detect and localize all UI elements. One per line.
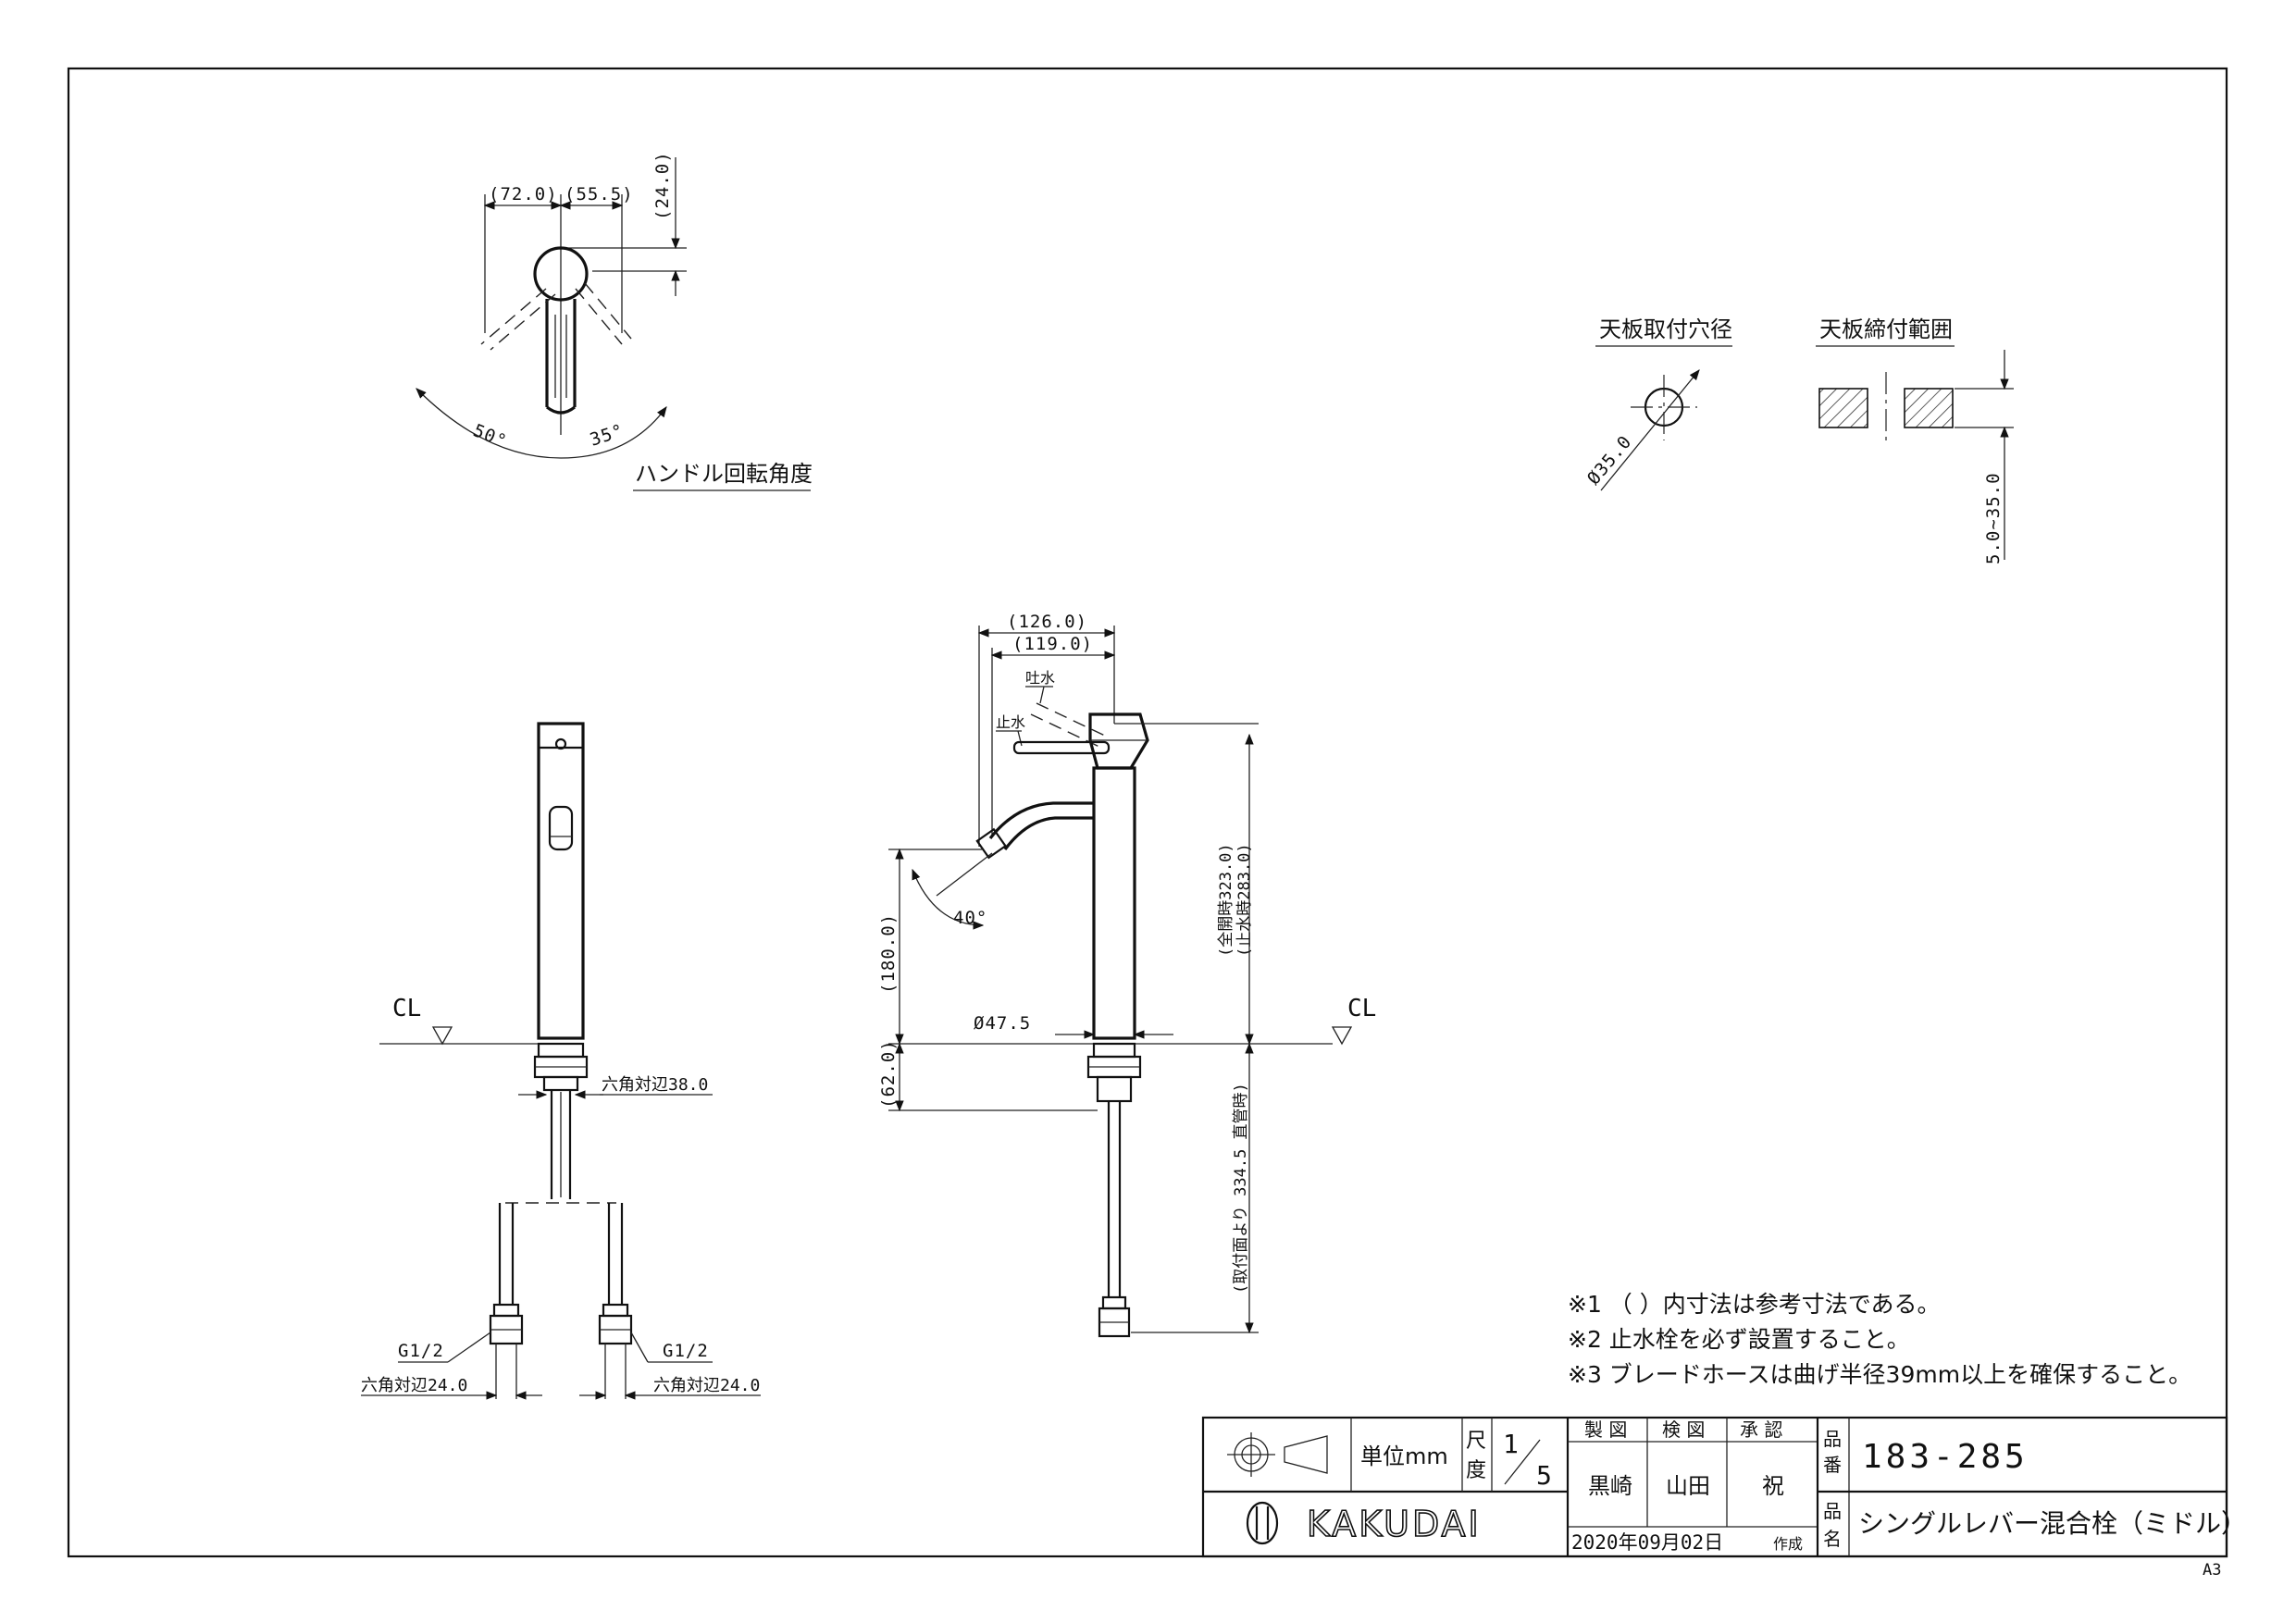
side-view: (126.0) (119.0) 吐水 止水 40° (180.0) Ø4 xyxy=(878,612,1376,1338)
height-open: (全開時323.0) xyxy=(1217,843,1235,957)
hole-diameter-detail: 天板取付穴径 Ø35.0 xyxy=(1583,316,1732,491)
front-view: CL 六角対辺38.0 xyxy=(361,722,761,1400)
kenzu-label: 検 図 xyxy=(1662,1419,1705,1441)
dim-126: (126.0) xyxy=(1007,612,1087,632)
dim-55: (55.5) xyxy=(565,184,634,204)
sakusei-label: 作成 xyxy=(1773,1535,1803,1553)
unit-label: 単位mm xyxy=(1360,1443,1448,1469)
sheet-size: A3 xyxy=(2203,1561,2221,1580)
hinmei-label-2: 名 xyxy=(1823,1528,1842,1550)
drafter-name: 黒崎 xyxy=(1588,1473,1632,1499)
handle-rotation-caption: ハンドル回転角度 xyxy=(635,461,813,487)
shonin-label: 承 認 xyxy=(1740,1419,1782,1441)
spout-height: (180.0) xyxy=(878,913,899,994)
hex-body-label: 六角対辺38.0 xyxy=(602,1075,708,1095)
diameter-475: Ø47.5 xyxy=(974,1013,1031,1034)
height-close: (止水時283.0) xyxy=(1235,843,1254,957)
seizu-label: 製 図 xyxy=(1584,1419,1627,1441)
note-3: ※3 ブレードホースは曲げ半径39mm以上を確保すること。 xyxy=(1568,1361,2191,1388)
cl-right: CL xyxy=(1347,995,1376,1022)
hinban-label-1: 品 xyxy=(1823,1428,1842,1450)
hinmei-label-1: 品 xyxy=(1823,1500,1842,1522)
thread-right: G1/2 xyxy=(663,1341,709,1361)
dim-72: (72.0) xyxy=(489,184,558,204)
note-2: ※2 止水栓を必ず設置すること。 xyxy=(1568,1326,1910,1353)
notes: ※1 （ ）内寸法は参考寸法である。 ※2 止水栓を必ず設置すること。 ※3 ブ… xyxy=(1568,1291,2191,1388)
dim-119: (119.0) xyxy=(1012,634,1093,654)
dim-24: (24.0) xyxy=(652,151,673,220)
thread-left: G1/2 xyxy=(398,1341,444,1361)
angle-40: 40° xyxy=(953,908,987,928)
hole-title: 天板取付穴径 xyxy=(1599,316,1732,342)
cl-left: CL xyxy=(392,995,421,1022)
label-open: 吐水 xyxy=(1025,669,1055,687)
sheet-border xyxy=(67,67,2228,1558)
scale-denominator: 5 xyxy=(1536,1460,1552,1491)
label-close: 止水 xyxy=(996,713,1025,731)
hose-length: (取付面より 334.5 直管時) xyxy=(1232,1083,1250,1294)
clamp-range-detail: 天板締付範囲 5.0~35.0 xyxy=(1816,316,2014,564)
creation-date: 2020年09月02日 xyxy=(1571,1531,1723,1554)
part-number: 183-285 xyxy=(1862,1438,2029,1476)
clamp-title: 天板締付範囲 xyxy=(1819,316,1953,342)
scale-label-2: 度 xyxy=(1466,1459,1486,1482)
scale-label-1: 尺 xyxy=(1466,1430,1486,1453)
part-name: シングルレバー混合栓（ミドル） xyxy=(1858,1508,2247,1539)
top-view: (72.0) (55.5) (24.0) 50° 35° ハンドル回転角度 xyxy=(416,151,813,491)
clamp-range: 5.0~35.0 xyxy=(1983,472,2004,564)
scale-numerator: 1 xyxy=(1503,1429,1519,1459)
angle-50: 50° xyxy=(470,420,510,452)
projection-symbol-icon xyxy=(1227,1432,1328,1477)
hex-right: 六角対辺24.0 xyxy=(653,1376,760,1395)
kakudai-logo: KAKUDAI xyxy=(1246,1501,1482,1545)
hinban-label-2: 番 xyxy=(1823,1454,1842,1476)
below-deck: (62.0) xyxy=(878,1039,899,1109)
title-block: 単位mm 尺 度 1 5 製 図 検 図 承 認 黒崎 山田 祝 2020年09… xyxy=(1201,1416,2247,1558)
hex-left: 六角対辺24.0 xyxy=(361,1376,467,1395)
approver-name: 祝 xyxy=(1762,1473,1784,1499)
checker-name: 山田 xyxy=(1666,1473,1710,1499)
note-1: ※1 （ ）内寸法は参考寸法である。 xyxy=(1568,1291,1941,1318)
brand-name: KAKUDAI xyxy=(1307,1504,1482,1544)
